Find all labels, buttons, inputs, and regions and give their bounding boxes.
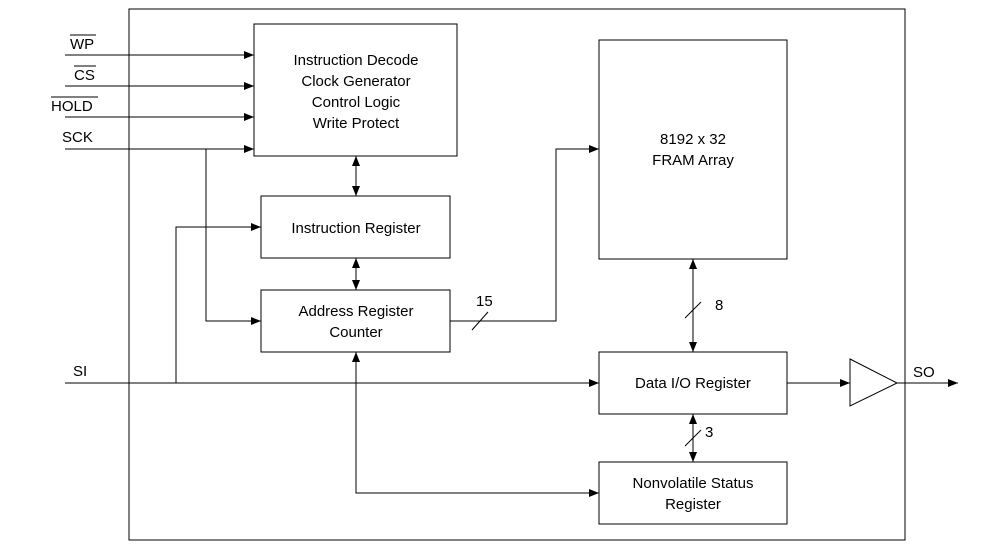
- instruction-register-block: Instruction Register: [260, 195, 451, 259]
- bus-width-15: 15: [476, 293, 493, 310]
- si-pin-label: SI: [73, 363, 87, 380]
- control-line-3: Control Logic: [312, 94, 401, 111]
- address-register-block: Address Register Counter: [260, 289, 451, 353]
- si-to-instruction-wire: [175, 223, 261, 383]
- sck-to-address-wire: [205, 149, 261, 325]
- fram-array-line-2: FRAM Array: [652, 152, 734, 169]
- bus-slash-3: [684, 429, 702, 447]
- control-line-1: Instruction Decode: [293, 52, 418, 69]
- bus-width-3: 3: [705, 424, 713, 441]
- status-register-line-2: Register: [665, 496, 721, 513]
- so-pin-label: SO: [913, 364, 935, 381]
- instruction-register-label: Instruction Register: [291, 220, 420, 237]
- chip-outline: [128, 8, 906, 541]
- address-to-array-bus: [450, 145, 599, 322]
- bus-slash-8: [684, 301, 702, 319]
- sck-pin-label: SCK: [62, 129, 93, 146]
- cs-pin-label: CS: [74, 67, 95, 84]
- fram-array-block: 8192 x 32 FRAM Array: [598, 39, 788, 260]
- wp-pin-label: WP: [70, 36, 94, 53]
- data-io-register-block: Data I/O Register: [598, 351, 788, 415]
- control-logic-block: Instruction Decode Clock Generator Contr…: [253, 23, 458, 157]
- bus-slash-15: [471, 311, 489, 331]
- hold-pin-label: HOLD: [51, 98, 93, 115]
- status-to-address-link: [352, 352, 599, 497]
- control-line-2: Clock Generator: [301, 73, 410, 90]
- address-register-line-2: Counter: [329, 324, 382, 341]
- status-register-line-1: Nonvolatile Status: [633, 475, 754, 492]
- address-register-line-1: Address Register: [298, 303, 413, 320]
- status-register-block: Nonvolatile Status Register: [598, 461, 788, 525]
- control-line-4: Write Protect: [313, 115, 400, 132]
- data-io-register-label: Data I/O Register: [635, 375, 751, 392]
- bus-width-8: 8: [715, 297, 723, 314]
- fram-array-line-1: 8192 x 32: [660, 131, 726, 148]
